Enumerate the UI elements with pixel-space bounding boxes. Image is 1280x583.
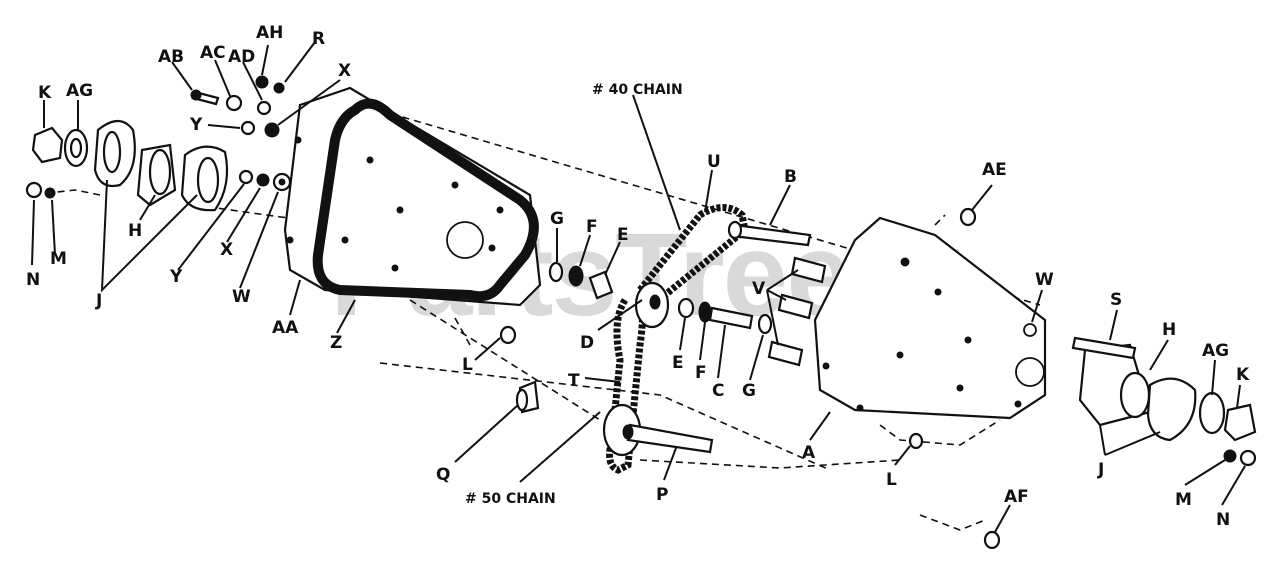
- label-e-mid: E: [672, 353, 684, 373]
- label-v: V: [752, 279, 766, 299]
- pins-v: [767, 256, 827, 367]
- shaft-b: [727, 220, 812, 247]
- label-j-right: J: [1097, 460, 1104, 480]
- part-g-left: [548, 261, 564, 283]
- part-r: [273, 82, 285, 94]
- part-y-left: [238, 169, 254, 185]
- part-af: [983, 530, 1001, 550]
- label-b: B: [784, 167, 797, 187]
- label-h-right: H: [1162, 320, 1176, 340]
- label-x-top: X: [338, 61, 351, 81]
- label-q: Q: [436, 465, 450, 485]
- label-x-left: X: [220, 240, 233, 260]
- label-aa: AA: [272, 318, 299, 338]
- label-c: C: [712, 381, 724, 401]
- label-z: Z: [330, 333, 342, 353]
- label-40-chain: # 40 CHAIN: [592, 82, 683, 98]
- part-ac: [225, 94, 243, 112]
- label-d: D: [580, 333, 594, 353]
- part-ag-right: [1198, 391, 1226, 435]
- leader-lines: [31, 41, 1246, 533]
- label-ad: AD: [228, 47, 255, 67]
- gasket-z: [312, 98, 539, 302]
- label-y-top: Y: [189, 115, 203, 135]
- label-k-left: K: [38, 83, 52, 103]
- label-f-mid: F: [695, 363, 707, 383]
- part-j-right: [1146, 377, 1197, 442]
- part-x-left: [256, 173, 270, 187]
- part-n-right: [1239, 449, 1257, 467]
- chain-40: [637, 204, 749, 298]
- label-g-mid: G: [742, 381, 756, 401]
- label-50-chain: # 50 CHAIN: [465, 491, 556, 507]
- label-g-left: G: [550, 209, 564, 229]
- part-ah: [255, 75, 269, 89]
- label-r: R: [312, 29, 325, 49]
- part-n-left: [25, 181, 43, 199]
- shaft-p-sprocket: [602, 403, 714, 457]
- label-ag-left: AG: [66, 81, 93, 101]
- right-bearing-assembly: [908, 207, 1257, 550]
- label-t: T: [568, 371, 580, 391]
- label-k-right: K: [1236, 365, 1250, 385]
- top-hardware: [190, 75, 285, 138]
- sprocket-d: [634, 281, 670, 329]
- part-k-right: [1223, 403, 1257, 442]
- part-l-right: [908, 432, 924, 450]
- label-u: U: [707, 152, 721, 172]
- mid-spacers: [499, 261, 614, 414]
- part-y-top: [240, 120, 256, 136]
- label-n-right: N: [1216, 510, 1230, 530]
- callout-labels: # 40 CHAIN # 50 CHAIN K AG AB AC AD AH R…: [26, 23, 1250, 530]
- label-ae: AE: [982, 160, 1007, 180]
- label-m-left: M: [50, 249, 67, 269]
- label-m-right: M: [1175, 490, 1192, 510]
- label-f-left: F: [586, 217, 598, 237]
- part-g-mid: [757, 313, 773, 335]
- label-ac: AC: [200, 43, 226, 63]
- part-x-top: [264, 122, 280, 138]
- label-ag-right: AG: [1202, 341, 1229, 361]
- part-s-bolt: [1071, 336, 1137, 360]
- label-l-right: L: [886, 470, 897, 490]
- label-w-left: W: [232, 287, 251, 307]
- label-ab: AB: [158, 47, 184, 67]
- part-ad: [256, 100, 272, 116]
- label-p: P: [656, 485, 668, 505]
- shaft-c: [677, 297, 773, 335]
- label-y-left: Y: [169, 267, 183, 287]
- part-f-left: [568, 265, 584, 287]
- label-af: AF: [1004, 487, 1029, 507]
- label-e-left: E: [617, 225, 629, 245]
- label-l-left: L: [462, 355, 473, 375]
- label-ah: AH: [256, 23, 283, 43]
- label-w-right: W: [1035, 270, 1054, 290]
- part-k-left: [31, 126, 64, 164]
- label-s: S: [1110, 290, 1122, 310]
- part-ae: [959, 207, 977, 227]
- part-e-left: [588, 270, 614, 300]
- label-h-left: H: [128, 221, 142, 241]
- left-bearing-assembly: [25, 119, 292, 212]
- label-a: A: [802, 443, 816, 463]
- label-n-left: N: [26, 270, 40, 290]
- part-l-left: [499, 325, 517, 345]
- right-housing-a: [813, 216, 1047, 420]
- part-m-left: [44, 187, 56, 199]
- part-m-right: [1223, 449, 1237, 463]
- label-j-left: J: [95, 291, 102, 311]
